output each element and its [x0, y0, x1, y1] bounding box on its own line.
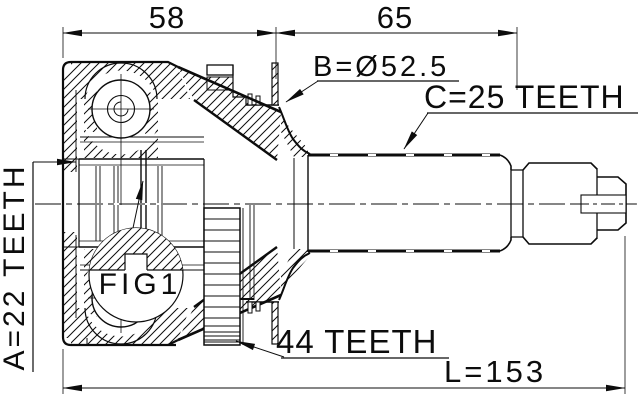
abs-ring-section-top	[206, 62, 279, 106]
abs-tone-ring-band	[203, 205, 279, 346]
extension-lines	[62, 27, 626, 394]
shaft-neck	[278, 106, 311, 301]
fig1-detail-circle: FIG1	[88, 180, 184, 323]
fig1-leader-line	[132, 180, 144, 229]
drive-shaft-spline	[308, 153, 500, 253]
label-b-diameter: B=Ø52.5	[313, 51, 449, 83]
dim-65-label: 65	[377, 0, 413, 35]
dim-length-label: L=153	[444, 354, 546, 389]
label-a-teeth: A=22 TEETH	[0, 163, 31, 370]
ball-bearing-top	[88, 74, 154, 205]
label-44-leader	[235, 340, 285, 358]
label-b-leader	[285, 80, 319, 103]
shaft-threaded-end	[499, 154, 636, 252]
dim-58-label: 58	[149, 0, 185, 35]
label-c-teeth: C=25 TEETH	[424, 79, 625, 115]
label-44-teeth: 44 TEETH	[276, 323, 437, 360]
fig1-label: FIG1	[99, 268, 182, 301]
label-c-leader	[403, 112, 429, 150]
